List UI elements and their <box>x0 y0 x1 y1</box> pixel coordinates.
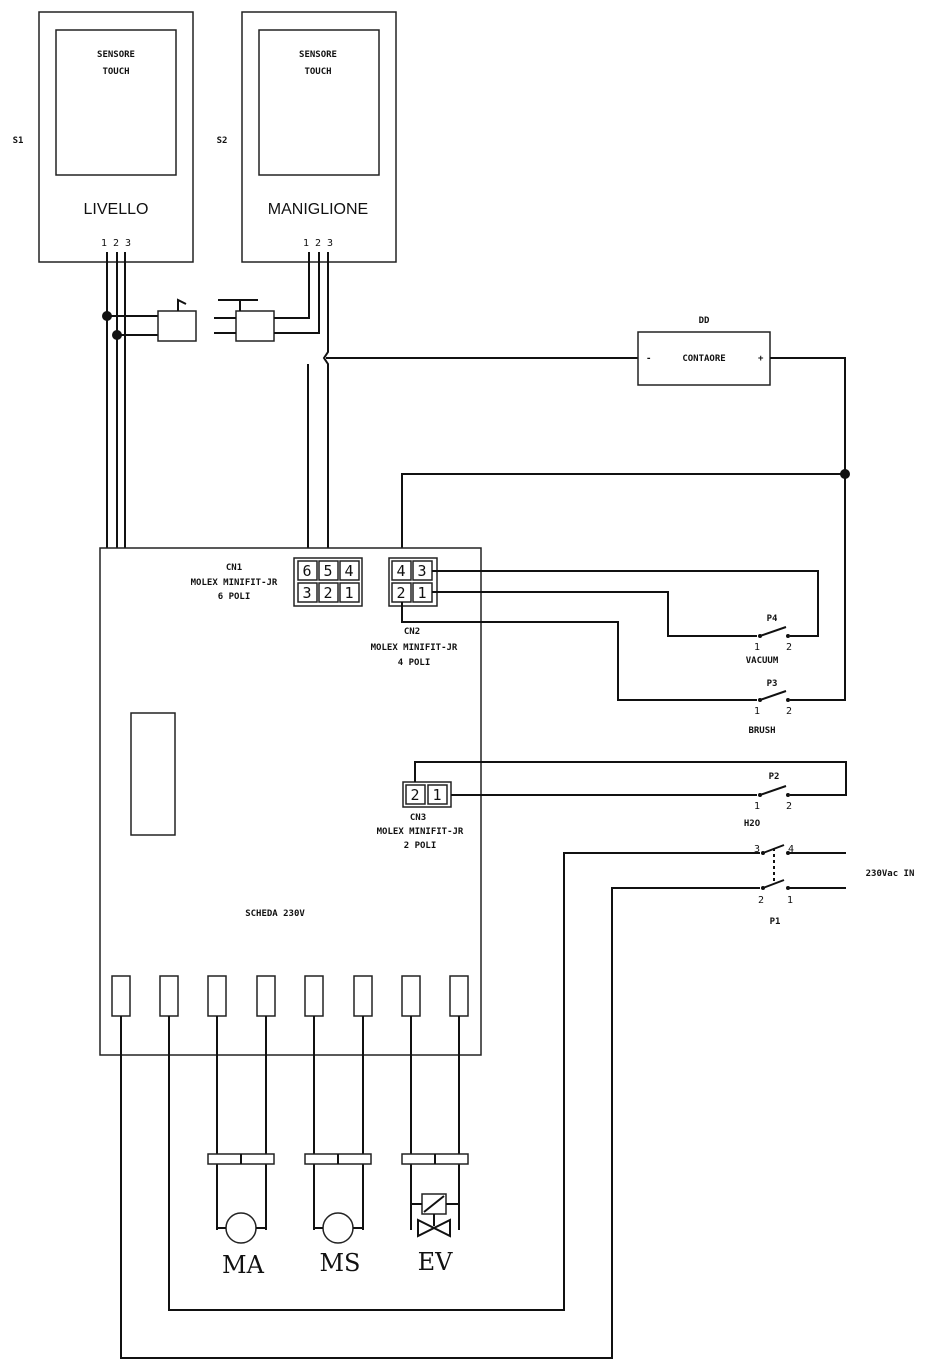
switch-p1: 3 4 2 1 P1 230Vac IN <box>754 844 914 927</box>
valve-ev: EV <box>401 1153 469 1276</box>
connector-cn2: 4 3 2 1 CN2 MOLEX MINIFIT-JR 4 POLI <box>371 557 458 668</box>
sensor-s2-tag: S2 <box>217 136 228 146</box>
cn1-line1: MOLEX MINIFIT-JR <box>191 578 278 588</box>
cn3-line2: 2 POLI <box>404 841 437 851</box>
power-wires <box>120 852 760 1359</box>
board-label: SCHEDA 230V <box>245 909 305 919</box>
p4-pin1: 1 <box>754 642 760 653</box>
p3-label: BRUSH <box>748 726 775 736</box>
inline-connector-male <box>214 299 275 342</box>
sensor-s2-title-2: TOUCH <box>304 67 331 77</box>
cn2-pin: 2 <box>396 584 405 602</box>
cn1-pin: 6 <box>302 562 311 580</box>
cn1-pin: 3 <box>302 584 311 602</box>
load-ev: EV <box>418 1248 454 1276</box>
connector-cn3: 2 1 CN3 MOLEX MINIFIT-JR 2 POLI <box>377 761 847 851</box>
supply-label: 230Vac IN <box>866 869 915 879</box>
p1-pin-d: 1 <box>787 895 793 906</box>
sensor-s2: SENSORE TOUCH MANIGLIONE 1 2 3 S2 <box>217 11 397 263</box>
sensor-s2-label: MANIGLIONE <box>268 201 368 218</box>
cn1-tag: CN1 <box>226 563 242 573</box>
cn2-pin: 1 <box>417 584 426 602</box>
p1-pin-b: 4 <box>788 844 794 855</box>
inline-connector-female <box>157 298 197 342</box>
cn3-line1: MOLEX MINIFIT-JR <box>377 827 464 837</box>
sensor-s1-title-2: TOUCH <box>102 67 129 77</box>
p1-pin-c: 2 <box>758 895 764 906</box>
load-ms: MS <box>319 1249 360 1277</box>
connector-cn1: 6 5 4 3 2 1 CN1 MOLEX MINIFIT-JR 6 POLI <box>191 557 363 607</box>
cn1-pin: 2 <box>323 584 332 602</box>
cn1-pin: 1 <box>344 584 353 602</box>
counter-plus: + <box>758 354 764 364</box>
cn2-pin: 3 <box>417 562 426 580</box>
counter-tag: DD <box>699 316 710 326</box>
sensor-s1-tag: S1 <box>13 136 24 146</box>
sensor-s2-pins: 1 2 3 <box>303 238 333 249</box>
p2-tag: P2 <box>769 772 780 782</box>
cn3-tag: CN3 <box>410 813 426 823</box>
sensor-s1-pins: 1 2 3 <box>101 238 131 249</box>
sensor-s1-title-1: SENSORE <box>97 50 135 60</box>
p4-tag: P4 <box>767 614 778 624</box>
cn1-pin: 4 <box>344 562 353 580</box>
counter-label: CONTAORE <box>682 354 725 364</box>
switch-p4: P4 1 2 VACUUM <box>746 614 792 666</box>
board-terminals <box>111 975 469 1017</box>
p3-pin2: 2 <box>786 706 792 717</box>
sensor-s2-title-1: SENSORE <box>299 50 337 60</box>
load-ma: MA <box>222 1251 265 1279</box>
cn3-pin: 2 <box>410 786 419 804</box>
cn2-pin: 4 <box>396 562 405 580</box>
p4-pin2: 2 <box>786 642 792 653</box>
sensor-s1: SENSORE TOUCH LIVELLO 1 2 3 S1 <box>13 11 194 263</box>
motor-ma: MA <box>207 1153 275 1279</box>
cn3-pin: 1 <box>432 786 441 804</box>
cn1-line2: 6 POLI <box>218 592 251 602</box>
hour-counter: DD CONTAORE - + <box>401 316 850 701</box>
cn2-wires <box>401 570 819 701</box>
sensor-s1-label: LIVELLO <box>84 201 149 218</box>
p4-label: VACUUM <box>746 656 779 666</box>
p3-pin1: 1 <box>754 706 760 717</box>
cn1-pin: 5 <box>323 562 332 580</box>
p2-pin2: 2 <box>786 801 792 812</box>
p3-tag: P3 <box>767 679 778 689</box>
counter-minus: - <box>646 354 651 364</box>
p2-pin1: 1 <box>754 801 760 812</box>
switch-p2: P2 1 2 H2O <box>744 772 792 829</box>
cn2-line2: 4 POLI <box>398 658 431 668</box>
cn2-line1: MOLEX MINIFIT-JR <box>371 643 458 653</box>
p1-tag: P1 <box>770 917 781 927</box>
motor-ms: MS <box>304 1153 372 1277</box>
switch-p3: P3 1 2 BRUSH <box>748 679 792 736</box>
p1-pin-a: 3 <box>754 844 760 855</box>
cn2-tag: CN2 <box>404 627 420 637</box>
p2-label: H2O <box>744 819 761 829</box>
load-wires <box>216 1016 460 1230</box>
